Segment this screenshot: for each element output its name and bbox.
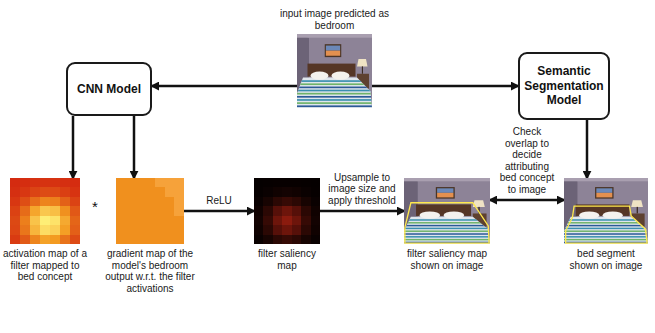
flow-arrow [184, 210, 254, 213]
image-panel: filter saliency map shown on image [404, 178, 490, 244]
image-panel: activation map of a filter mapped to bed… [10, 178, 80, 244]
flow-arrow [133, 116, 136, 178]
model-box: Semantic Segmentation Model [518, 52, 610, 120]
image-panel: input image predicted as bedroom [297, 34, 372, 108]
image-illustration [404, 178, 490, 244]
flow-arrow [320, 210, 404, 213]
operator-symbol: * [92, 198, 98, 215]
image-caption: input image predicted as bedroom [275, 8, 395, 31]
image-illustration [116, 178, 184, 244]
image-caption: gradient map of the model's bedroom outp… [100, 248, 200, 294]
box-title: Semantic Segmentation Model [523, 64, 605, 107]
flow-arrow [152, 85, 297, 88]
image-caption: filter saliency map shown on image [402, 248, 492, 271]
image-panel: gradient map of the model's bedroom outp… [116, 178, 184, 244]
image-illustration [564, 178, 648, 244]
model-box: CNN Model [66, 62, 152, 116]
image-illustration [254, 178, 320, 244]
image-panel: bed segment shown on image [564, 178, 648, 244]
flow-arrow [490, 199, 564, 202]
edge-label: Upsample to image size and apply thresho… [323, 172, 401, 207]
flow-arrow [372, 85, 518, 88]
image-caption: filter saliency map [250, 248, 324, 271]
edge-label: ReLU [199, 195, 239, 207]
box-title: CNN Model [77, 82, 141, 96]
image-panel: filter saliency map [254, 178, 320, 244]
image-illustration [10, 178, 80, 244]
image-caption: activation map of a filter mapped to bed… [2, 248, 88, 283]
edge-label: Check overlap to decide attributing bed … [497, 126, 557, 195]
image-illustration [297, 34, 372, 108]
flow-arrow [586, 120, 589, 178]
image-caption: bed segment shown on image [563, 248, 649, 271]
flow-arrow [72, 116, 75, 178]
